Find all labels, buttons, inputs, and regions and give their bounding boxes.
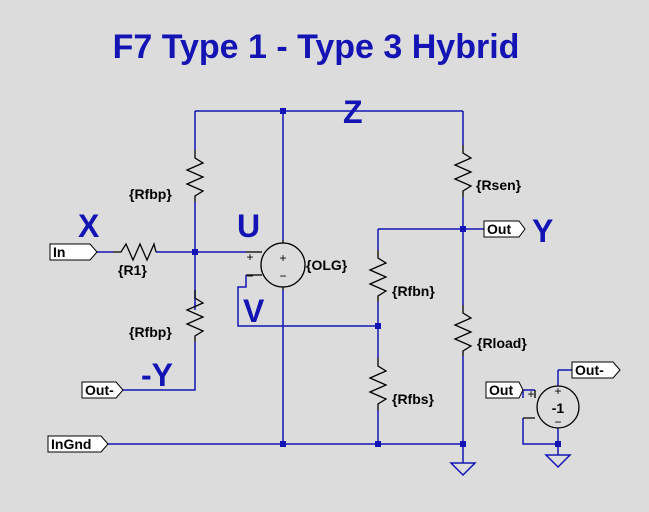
junction-gnd-rfbs: [375, 441, 381, 447]
resistor-rfbp-top: [185, 150, 205, 202]
node-label-y: Y: [532, 213, 553, 249]
port-out-minus-label: Out-: [85, 382, 114, 398]
wire-inv-minus: [522, 418, 558, 445]
label-r1: {R1}: [118, 262, 147, 278]
port-flags: In Out- InGnd Out Out Out-: [47, 220, 621, 453]
junction-gnd-olg: [280, 441, 286, 447]
component-labels: {Rfbp} {Rfbp} {R1} {OLG} {Rsen} {Rfbn} {…: [118, 177, 527, 407]
inverter-gain-label: -1: [552, 400, 565, 416]
inv-inner-minus: −: [554, 415, 561, 429]
resistors: [113, 145, 473, 410]
node-label-u: U: [237, 208, 260, 244]
junction-v: [375, 323, 381, 329]
node-label-v: V: [243, 293, 265, 329]
inverter-circle: [536, 385, 580, 429]
junction-y: [460, 226, 466, 232]
wire-out-minus: [123, 342, 196, 391]
node-label-z: Z: [343, 94, 363, 130]
node-label-neg-y: -Y: [141, 357, 173, 393]
ground-icon: [449, 462, 477, 477]
label-rfbn: {Rfbn}: [392, 283, 435, 299]
junction-gnd-rload: [460, 441, 466, 447]
port-flag-ingnd: [47, 435, 109, 453]
junction-u: [192, 249, 198, 255]
wires: [97, 110, 572, 463]
port-flag-out-minus: [81, 381, 124, 399]
port-in-label: In: [53, 244, 65, 260]
olg-inner-plus: +: [279, 251, 286, 265]
page-title: F7 Type 1 - Type 3 Hybrid: [113, 28, 520, 66]
port-flag-inverter-in: [485, 381, 524, 399]
olg-source: + − + −: [246, 240, 306, 290]
wire-olg-minus-v: [237, 275, 378, 327]
node-label-x: X: [78, 208, 100, 244]
junctions: [192, 108, 561, 447]
label-rfbp-top: {Rfbp}: [129, 186, 172, 202]
port-out-label: Out: [487, 221, 511, 237]
port-flag-out: [483, 220, 526, 238]
label-rsen: {Rsen}: [476, 177, 522, 193]
port-inverter-in-label: Out: [489, 382, 513, 398]
junction-z: [280, 108, 286, 114]
label-rfbs: {Rfbs}: [392, 391, 435, 407]
inverter-source: -1 + − + −: [523, 384, 580, 429]
port-ingnd-label: InGnd: [51, 436, 91, 452]
resistor-rfbp-bottom: [185, 290, 205, 342]
olg-in-plus: +: [246, 250, 253, 264]
olg-in-minus: −: [246, 269, 253, 283]
inv-inner-plus: +: [554, 384, 561, 398]
label-rload: {Rload}: [477, 335, 527, 351]
ground-symbols: [449, 454, 572, 477]
resistor-rsen: [453, 145, 473, 197]
label-olg: {OLG}: [306, 257, 348, 273]
node-labels: Z X U Y V -Y: [78, 94, 553, 393]
port-flag-in: [49, 243, 98, 261]
junction-gnd-inv: [555, 441, 561, 447]
resistor-r1: [113, 241, 157, 262]
resistor-rload: [453, 305, 473, 356]
label-rfbp-bottom: {Rfbp}: [129, 324, 172, 340]
ground-icon-inverter: [544, 454, 572, 469]
inv-in-minus: −: [527, 411, 534, 425]
port-inverter-out-label: Out-: [575, 362, 604, 378]
resistor-rfbn: [368, 250, 388, 302]
port-flag-inverter-out: [571, 361, 621, 379]
resistor-rfbs: [368, 358, 388, 410]
inv-in-plus: +: [527, 387, 534, 401]
olg-inner-minus: −: [279, 269, 286, 283]
